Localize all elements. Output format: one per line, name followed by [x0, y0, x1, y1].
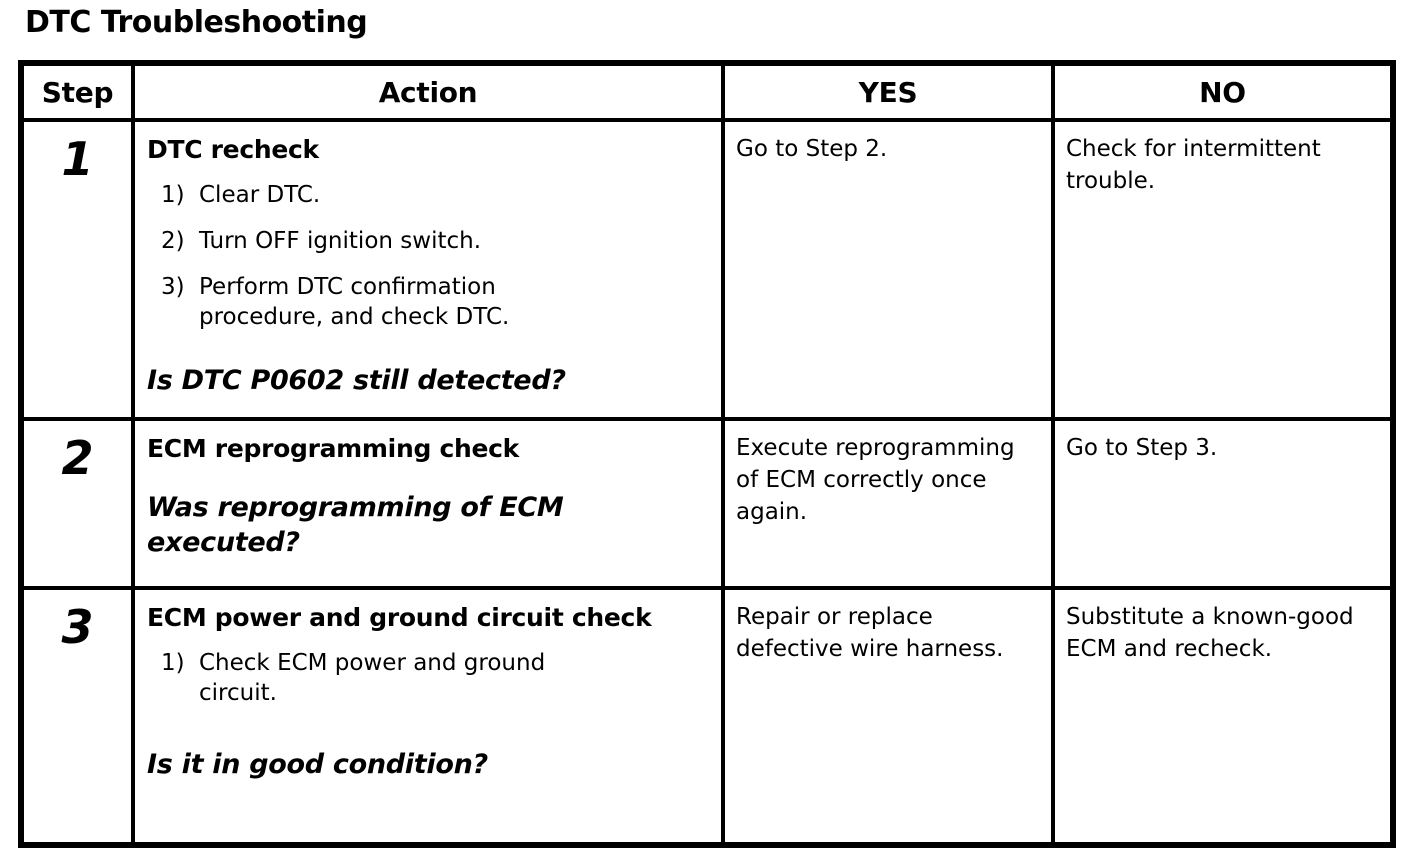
action-step-list: 1) Clear DTC. 2) Turn OFF ignition switc…: [147, 181, 709, 333]
yes-cell: Execute reprogramming of ECM correctly o…: [721, 417, 1055, 590]
action-title: ECM reprogramming check: [147, 434, 519, 463]
action-title: ECM power and ground circuit check: [147, 603, 652, 632]
action-step-item: 1) Clear DTC.: [147, 181, 709, 211]
list-item-number: 3): [161, 274, 185, 301]
action-step-item: 3) Perform DTC confirmation procedure, a…: [147, 273, 709, 333]
step-number: 2: [19, 417, 135, 590]
col-header-action: Action: [131, 61, 725, 122]
list-item-text: Turn OFF ignition switch.: [199, 228, 482, 255]
action-question: Was reprogramming of ECM executed?: [147, 492, 564, 559]
table-row-step-2: 2 ECM reprogramming check Was reprogramm…: [19, 417, 1395, 590]
no-cell: Check for intermittent trouble.: [1051, 118, 1395, 421]
list-item-text: Check ECM power and ground circuit.: [199, 650, 546, 707]
col-header-step: Step: [19, 61, 135, 122]
header-row: Step Action YES NO: [19, 61, 1395, 122]
troubleshooting-table: Step Action YES NO 1 DTC recheck 1) Clea…: [18, 60, 1396, 848]
col-header-no: NO: [1051, 61, 1395, 122]
list-item-number: 2): [161, 228, 185, 255]
no-cell: Go to Step 3.: [1051, 417, 1395, 590]
step-number: 1: [19, 118, 135, 421]
list-item-number: 1): [161, 182, 185, 209]
action-step-item: 1) Check ECM power and ground circuit.: [147, 649, 709, 709]
col-header-yes: YES: [721, 61, 1055, 122]
action-step-item: 2) Turn OFF ignition switch.: [147, 227, 709, 257]
action-cell: ECM reprogramming check Was reprogrammin…: [131, 417, 725, 590]
list-item-text: Perform DTC confirmation procedure, and …: [199, 274, 510, 330]
list-item-text: Clear DTC.: [199, 182, 321, 209]
step-number: 3: [19, 586, 135, 847]
no-cell: Substitute a known-good ECM and recheck.: [1051, 586, 1395, 847]
list-item-number: 1): [161, 650, 185, 677]
table-row-step-3: 3 ECM power and ground circuit check 1) …: [19, 586, 1395, 847]
action-step-list: 1) Check ECM power and ground circuit.: [147, 649, 709, 709]
action-cell: DTC recheck 1) Clear DTC. 2) Turn OFF ig…: [131, 118, 725, 421]
yes-cell: Repair or replace defective wire harness…: [721, 586, 1055, 847]
page-title: DTC Troubleshooting: [25, 5, 368, 40]
action-cell: ECM power and ground circuit check 1) Ch…: [131, 586, 725, 847]
table-row-step-1: 1 DTC recheck 1) Clear DTC. 2) Turn OFF …: [19, 118, 1395, 421]
action-question: Is DTC P0602 still detected?: [147, 364, 566, 396]
yes-cell: Go to Step 2.: [721, 118, 1055, 421]
action-title: DTC recheck: [147, 135, 319, 164]
action-question: Is it in good condition?: [147, 749, 488, 781]
